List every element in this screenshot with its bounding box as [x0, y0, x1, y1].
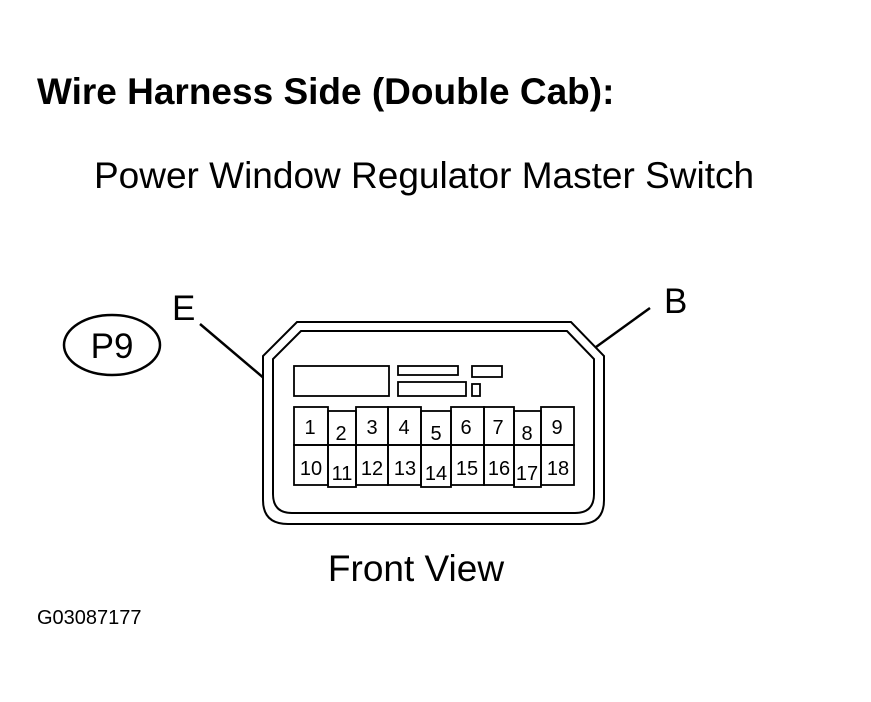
pin-label: 10 — [300, 458, 322, 480]
pin-label: 14 — [425, 463, 447, 485]
pin-label: 8 — [521, 423, 532, 445]
connector-id-label: P9 — [91, 327, 134, 366]
pin-array — [293, 406, 575, 488]
pin-labels-bottom-row: 10 11 12 13 14 15 16 17 18 — [300, 458, 569, 485]
key-slot-large — [293, 365, 390, 397]
pin-label: 18 — [547, 458, 569, 480]
pin-label: 15 — [456, 458, 478, 480]
key-slot-lower — [397, 381, 467, 397]
pin-label: 16 — [488, 458, 510, 480]
component-name: Power Window Regulator Master Switch — [94, 155, 755, 196]
callout-label-e: E — [172, 289, 195, 328]
pin-label: 17 — [516, 463, 538, 485]
view-label: Front View — [328, 548, 504, 589]
connector-keying — [293, 365, 503, 397]
key-slot-small-top — [471, 365, 503, 378]
connector-housing-outer — [262, 321, 605, 525]
pin-label: 7 — [492, 417, 503, 439]
pin-label: 12 — [361, 458, 383, 480]
figure-code: G03087177 — [37, 607, 142, 629]
connector-housing-inner — [272, 330, 595, 514]
pin-label: 4 — [398, 417, 409, 439]
diagram-title: Wire Harness Side (Double Cab): — [37, 71, 615, 112]
pin-label: 1 — [304, 417, 315, 439]
pin-label: 5 — [430, 423, 441, 445]
callout-label-b: B — [664, 282, 687, 321]
pin-label: 2 — [335, 423, 346, 445]
pin-cell — [540, 444, 575, 486]
pin-label: 13 — [394, 458, 416, 480]
pin-label: 6 — [460, 417, 471, 439]
pin-label: 9 — [551, 417, 562, 439]
connector-id-badge: P9 — [62, 313, 162, 377]
connector-id-oval — [62, 313, 162, 377]
pin-labels-top-row: 1 2 3 4 5 6 7 8 9 — [304, 417, 562, 445]
key-slot-small-bottom — [471, 383, 481, 397]
pin-label: 11 — [332, 463, 353, 485]
pin-label: 3 — [366, 417, 377, 439]
key-slot-upper — [397, 365, 459, 376]
